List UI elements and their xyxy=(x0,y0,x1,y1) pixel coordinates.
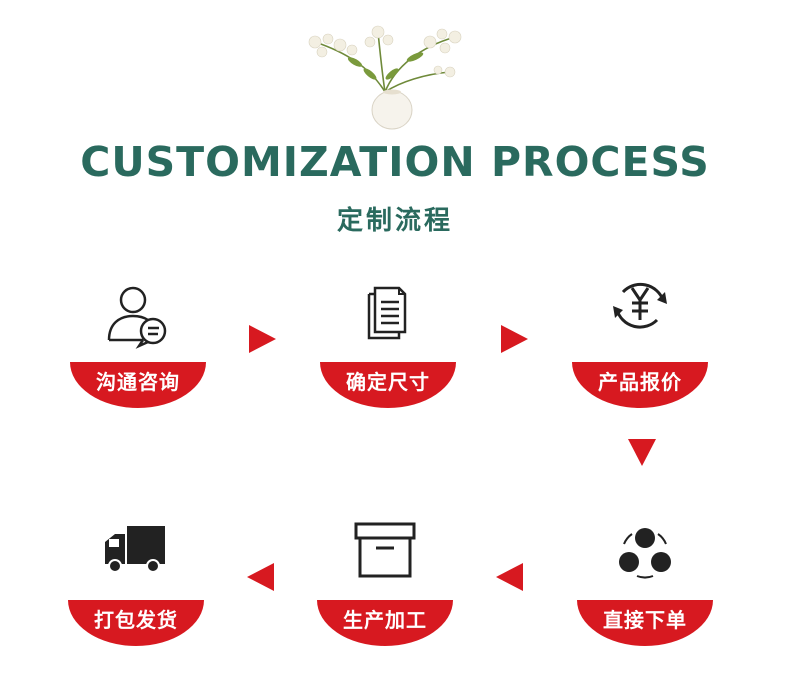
arrow-right-icon xyxy=(501,325,528,353)
delivery-truck-icon xyxy=(105,526,165,573)
page-subtitle: 定制流程 xyxy=(336,206,453,236)
step-label: 确定尺寸 xyxy=(346,370,430,394)
step-badge: 确定尺寸 xyxy=(320,362,456,408)
process-step-quote: 产品报价 xyxy=(572,270,708,408)
documents-icon xyxy=(367,286,407,340)
step-label: 生产加工 xyxy=(343,608,427,632)
arrow-left-icon xyxy=(247,563,274,591)
step-label: 产品报价 xyxy=(598,370,682,394)
archive-box-icon xyxy=(354,522,416,578)
step-badge: 生产加工 xyxy=(317,600,453,646)
step-label: 直接下单 xyxy=(603,608,687,632)
step-badge: 沟通咨询 xyxy=(70,362,206,408)
process-step-size: 确定尺寸 xyxy=(320,280,456,410)
page-title: CUSTOMIZATION PROCESS xyxy=(80,138,710,186)
process-step-shipping: 打包发货 xyxy=(68,518,204,648)
user-chat-icon xyxy=(107,286,167,349)
process-step-production: 生产加工 xyxy=(317,518,453,648)
process-step-order: 直接下单 xyxy=(577,518,713,648)
yuan-exchange-icon xyxy=(613,282,667,329)
arrow-right-icon xyxy=(249,325,276,353)
flower-vase-image xyxy=(308,25,462,130)
step-badge: 打包发货 xyxy=(68,600,204,646)
process-step-consult: 沟通咨询 xyxy=(70,280,206,410)
three-circles-icon xyxy=(619,528,671,579)
step-label: 沟通咨询 xyxy=(96,370,180,394)
arrow-down-icon xyxy=(628,439,656,466)
step-badge: 直接下单 xyxy=(577,600,713,646)
step-badge: 产品报价 xyxy=(572,362,708,408)
arrow-left-icon xyxy=(496,563,523,591)
step-label: 打包发货 xyxy=(94,608,178,632)
